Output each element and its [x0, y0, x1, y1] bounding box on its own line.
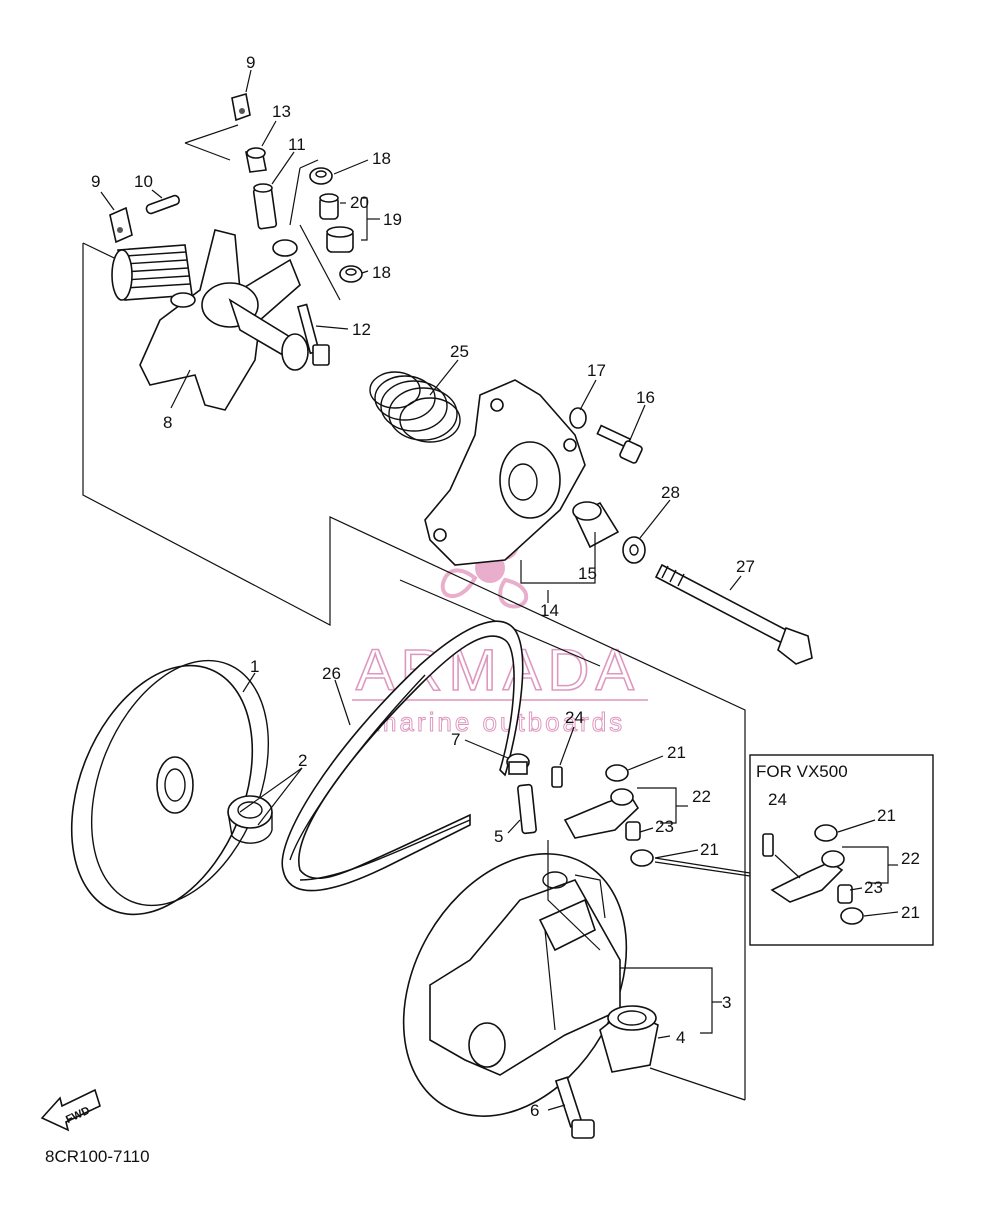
label-5: 5	[494, 827, 503, 846]
pin-5	[517, 783, 537, 835]
label-7: 7	[451, 730, 460, 749]
label-8: 8	[163, 413, 172, 432]
label-21c: 21	[877, 806, 896, 825]
roller-20	[319, 193, 339, 220]
bushing-4	[599, 1005, 659, 1073]
label-26: 26	[322, 664, 341, 683]
pin-11	[252, 183, 278, 230]
label-4: 4	[676, 1028, 685, 1047]
bolt-12	[296, 303, 330, 366]
label-16: 16	[636, 388, 655, 407]
bushing-2	[227, 795, 273, 844]
label-15: 15	[578, 564, 597, 583]
inset-title: FOR VX500	[756, 762, 848, 781]
label-21b: 21	[700, 840, 719, 859]
label-6: 6	[530, 1101, 539, 1120]
label-12: 12	[352, 320, 371, 339]
bushing-18-bottom	[339, 265, 363, 283]
bushing-18-top	[309, 167, 333, 185]
roller-19	[326, 226, 354, 253]
label-19: 19	[383, 210, 402, 229]
label-22a: 22	[692, 787, 711, 806]
forward-arrow-icon: FWD	[40, 1088, 101, 1132]
nut-7	[506, 753, 530, 775]
label-20: 20	[350, 193, 369, 212]
label-18b: 18	[372, 263, 391, 282]
watermark-tagline: marine outboards	[375, 707, 625, 737]
pin-10	[145, 194, 181, 215]
label-2: 2	[298, 751, 307, 770]
label-10: 10	[134, 172, 153, 191]
cover-plate-14	[424, 379, 586, 566]
fixed-sheave-1	[70, 659, 270, 916]
label-14: 14	[540, 601, 559, 620]
label-9b: 9	[91, 172, 100, 191]
weight-clip-left	[109, 206, 133, 244]
drive-belt-26	[281, 620, 524, 892]
label-22b: 22	[901, 849, 920, 868]
diagram-code: 8CR100-7110	[45, 1147, 150, 1166]
label-24a: 24	[565, 708, 584, 727]
label-21a: 21	[667, 743, 686, 762]
nut-13	[245, 147, 267, 173]
label-9a: 9	[246, 53, 255, 72]
assembly-outline	[82, 124, 746, 1101]
part-labels: 9 13 11 18 9 10 20 19 18 12 8 25 17 16 2…	[91, 53, 920, 1120]
bolt-27	[654, 563, 813, 665]
label-23b: 23	[864, 878, 883, 897]
leader-lines	[100, 69, 899, 1111]
weight-clip	[231, 92, 251, 122]
label-13: 13	[272, 102, 291, 121]
washer-28	[622, 536, 646, 564]
bushing-15	[572, 501, 620, 549]
label-3: 3	[722, 993, 731, 1012]
label-24b: 24	[768, 790, 787, 809]
primary-spider-hub	[111, 229, 309, 411]
vx500-inset: FOR VX500	[749, 754, 934, 946]
label-11: 11	[288, 135, 306, 154]
label-17: 17	[587, 361, 606, 380]
label-18a: 18	[372, 149, 391, 168]
label-21d: 21	[901, 903, 920, 922]
bolt-6	[554, 1076, 595, 1139]
secondary-sheave-3	[402, 853, 628, 1117]
label-27: 27	[736, 557, 755, 576]
label-1: 1	[250, 657, 259, 676]
label-23a: 23	[655, 817, 674, 836]
washer-17	[569, 407, 587, 429]
bolt-16	[596, 424, 643, 464]
ramp-parts-main	[551, 764, 654, 867]
label-28: 28	[661, 483, 680, 502]
spring-25	[369, 371, 461, 443]
label-25: 25	[450, 342, 469, 361]
